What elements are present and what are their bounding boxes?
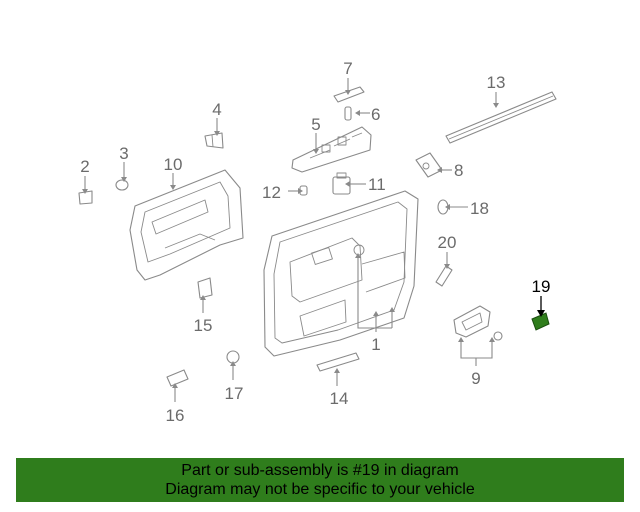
callout-2: 2: [80, 157, 89, 176]
callout-6: 6: [371, 105, 380, 124]
leader-arrowheads: [82, 90, 545, 388]
callout-17: 17: [225, 384, 244, 403]
part-5-switch-panel: [291, 126, 372, 173]
callout-15: 15: [194, 316, 213, 335]
part-13-sill-strip: [445, 91, 557, 144]
part-8-bezel: [415, 152, 443, 178]
callout-13: 13: [487, 73, 506, 92]
part-20-hook: [435, 265, 453, 287]
callout-5: 5: [311, 115, 320, 134]
callout-1: 1: [371, 335, 380, 354]
part-10-door-panel: [129, 169, 244, 281]
callout-12: 12: [262, 183, 281, 202]
callout-11: 11: [368, 175, 386, 194]
callout-14: 14: [330, 389, 349, 408]
leader-lines: [84, 78, 542, 402]
callout-18: 18: [470, 199, 489, 218]
callout-20: 20: [438, 233, 457, 252]
part-15-clip: [197, 277, 213, 299]
callout-19-highlighted: 19: [532, 277, 551, 296]
part-16-sleeve: [166, 369, 189, 387]
part-2-bracket: [78, 190, 93, 205]
part-3-grommet: [115, 179, 129, 191]
callout-8: 8: [454, 161, 463, 180]
part-4-bracket: [204, 132, 224, 149]
callout-9: 9: [471, 369, 480, 388]
highlight-notice-banner: Part or sub-assembly is #19 in diagram D…: [16, 458, 624, 502]
callout-7: 7: [343, 59, 352, 78]
callout-10: 10: [164, 155, 183, 174]
callout-labels: 7 6 13 4 5 3 2 10 8 11 12 18 20 15 1 9 1…: [80, 59, 550, 425]
part-14-strip: [316, 352, 360, 372]
callout-4: 4: [212, 100, 221, 119]
banner-line-2: Diagram may not be specific to your vehi…: [165, 481, 475, 498]
part-7-trim: [333, 86, 365, 103]
callout-3: 3: [119, 144, 128, 163]
part-6-clip: [344, 106, 352, 121]
part-9-handle: [453, 305, 503, 341]
banner-line-1: Part or sub-assembly is #19 in diagram: [181, 462, 459, 479]
part-1-door-panel: [263, 190, 419, 357]
callout-16: 16: [166, 406, 185, 425]
